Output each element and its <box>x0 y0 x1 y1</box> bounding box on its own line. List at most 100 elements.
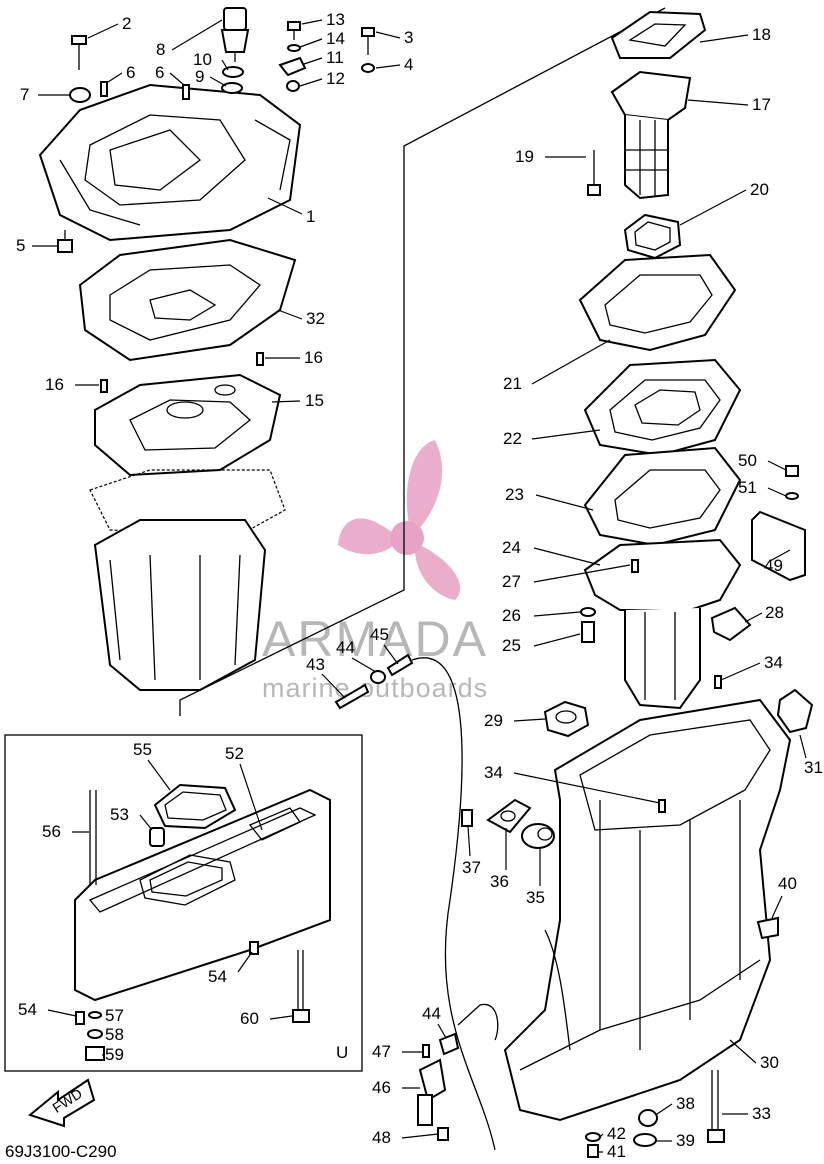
inset-marker: U <box>336 1043 348 1062</box>
dowel-27 <box>631 559 639 573</box>
grommet-31 <box>776 688 814 734</box>
callout-label-21: 21 <box>503 374 522 393</box>
leader-line-48 <box>401 1133 439 1139</box>
leader-line-32 <box>277 309 303 320</box>
leader-line-11 <box>303 57 323 65</box>
oil-pan-24 <box>583 538 742 710</box>
callout-label-19: 19 <box>515 147 534 166</box>
callout-label-14: 14 <box>326 29 345 48</box>
dowel-34a <box>714 675 722 689</box>
callout-label-27: 27 <box>502 572 521 591</box>
callout-label-10: 10 <box>193 50 212 69</box>
leader-line-29 <box>513 718 546 722</box>
callout-label-8: 8 <box>156 40 165 59</box>
diagram-code: 69J3100-C290 <box>5 1142 117 1161</box>
leader-line-3 <box>375 31 401 39</box>
leader-line-54 <box>47 1009 77 1017</box>
callout-label-54: 54 <box>18 1000 37 1019</box>
drain-plug-part <box>220 7 250 94</box>
callout-label-6: 6 <box>155 63 164 82</box>
callout-label-2: 2 <box>122 14 131 33</box>
grommet-35 <box>521 823 555 849</box>
water-pipe-body-52 <box>74 788 331 1002</box>
bolt-19 <box>587 150 601 196</box>
dowel-6a <box>100 81 108 97</box>
leader-line-15 <box>271 400 301 403</box>
leader-line-28 <box>744 612 763 623</box>
leader-line-13 <box>301 19 323 25</box>
callout-label-48: 48 <box>372 1128 391 1147</box>
callout-label-4: 4 <box>404 55 413 74</box>
callout-label-34: 34 <box>764 653 783 672</box>
callout-label-36: 36 <box>490 872 509 891</box>
leader-line-40 <box>771 895 783 919</box>
callout-label-53: 53 <box>110 805 129 824</box>
nut-7 <box>69 87 91 103</box>
leader-line-22 <box>531 429 601 440</box>
plate-22 <box>583 358 742 457</box>
leader-line-8 <box>171 19 223 51</box>
upper-casing-part <box>38 83 302 242</box>
callout-label-30: 30 <box>760 1053 779 1072</box>
callout-label-47: 47 <box>372 1042 391 1061</box>
washers-57-59 <box>85 1011 105 1061</box>
bolt-60 <box>292 950 310 1023</box>
leader-line-51 <box>767 487 787 497</box>
callout-label-45: 45 <box>370 625 389 644</box>
leader-line-37 <box>467 825 471 857</box>
dowel-54-parts <box>75 941 259 1025</box>
callout-label-9: 9 <box>195 67 204 86</box>
leader-line-45 <box>383 644 399 665</box>
plug-40 <box>756 916 779 940</box>
gasket-23 <box>583 446 742 547</box>
callout-label-50: 50 <box>738 451 757 470</box>
callout-label-1: 1 <box>306 207 315 226</box>
lower-casing-30 <box>503 698 792 1122</box>
callout-label-12: 12 <box>326 69 345 88</box>
callout-label-38: 38 <box>676 1094 695 1113</box>
leader-line-17 <box>687 99 749 106</box>
callout-label-29: 29 <box>484 711 503 730</box>
callout-label-37: 37 <box>462 858 481 877</box>
armada-logo-watermark <box>338 440 461 600</box>
leader-line-30 <box>729 1039 757 1064</box>
leader-lines <box>32 19 807 1153</box>
grommet-38-39 <box>633 1109 658 1147</box>
dowel-34b <box>658 799 666 813</box>
leader-line-24 <box>533 547 601 566</box>
callout-label-22: 22 <box>503 429 522 448</box>
callout-label-7: 7 <box>20 85 29 104</box>
screw-37 <box>461 809 473 827</box>
callout-label-43: 43 <box>306 655 325 674</box>
nut-29 <box>543 700 590 738</box>
callout-label-15: 15 <box>305 391 324 410</box>
bolt-5 <box>57 230 73 253</box>
leader-line-44 <box>437 1023 447 1039</box>
bolt-13-washer-14 <box>278 21 307 92</box>
leader-line-54 <box>237 951 253 973</box>
drive-shaft-housing-ghost <box>89 469 286 691</box>
leader-line-31 <box>799 734 807 759</box>
leader-line-60 <box>269 1015 293 1020</box>
callout-label-56: 56 <box>42 822 61 841</box>
leader-line-43 <box>321 673 346 699</box>
callout-label-35: 35 <box>526 888 545 907</box>
leader-line-23 <box>535 494 594 511</box>
callout-label-39: 39 <box>676 1131 695 1150</box>
callout-label-6: 6 <box>126 63 135 82</box>
callout-label-3: 3 <box>404 28 413 47</box>
exhaust-pipe-17 <box>610 70 692 200</box>
leader-line-44 <box>351 657 377 673</box>
callout-label-16: 16 <box>304 348 323 367</box>
seal-55 <box>153 783 237 830</box>
callout-label-32: 32 <box>306 309 325 328</box>
fwd-arrow-icon <box>27 1078 96 1128</box>
leader-line-34 <box>513 772 661 804</box>
bolt-2 <box>71 35 87 70</box>
dowel-16a <box>100 379 108 393</box>
callout-label-34: 34 <box>484 763 503 782</box>
callout-label-58: 58 <box>105 1025 124 1044</box>
leader-line-14 <box>299 38 323 48</box>
